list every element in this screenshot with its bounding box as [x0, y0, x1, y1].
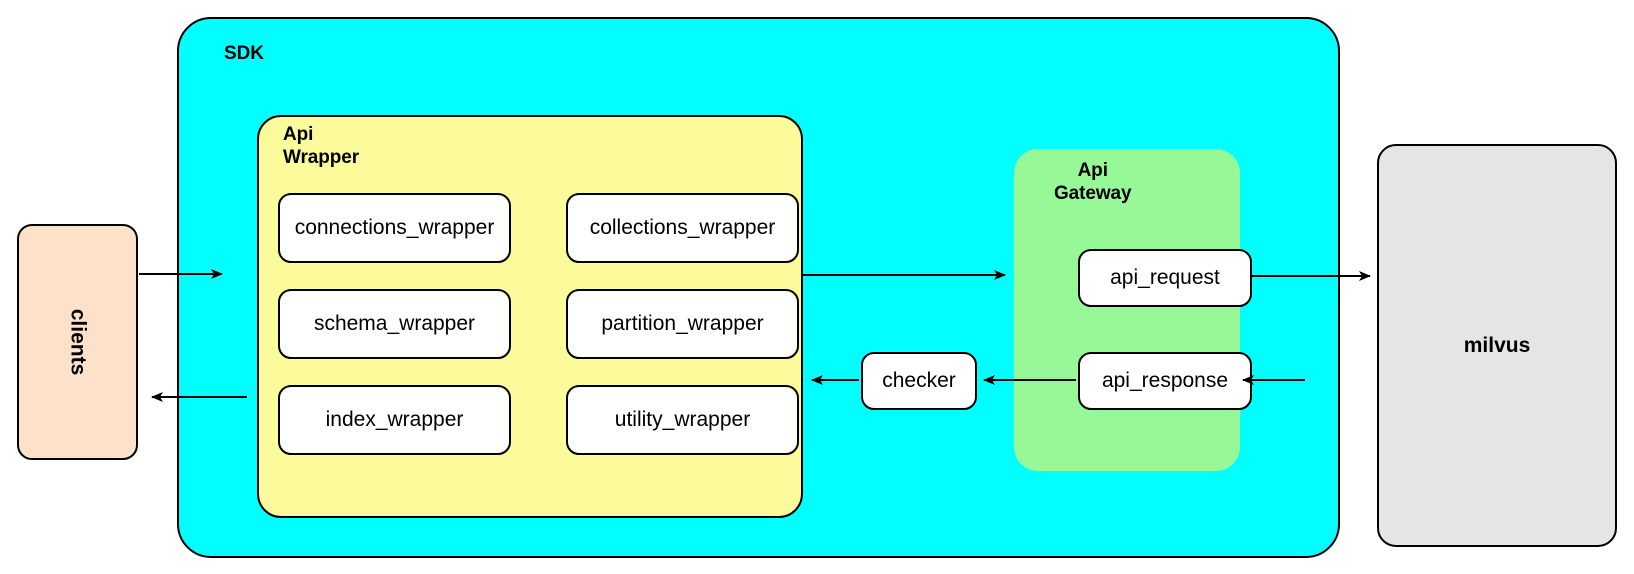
module-label: api_response [1101, 369, 1229, 392]
module-label: collections_wrapper [589, 216, 776, 239]
module-index-wrapper[interactable]: index_wrapper [278, 385, 511, 455]
milvus-node[interactable]: milvus [1377, 144, 1617, 547]
module-collections-wrapper[interactable]: collections_wrapper [566, 193, 799, 263]
checker-node[interactable]: checker [861, 352, 977, 410]
module-label: index_wrapper [325, 408, 464, 431]
module-label: connections_wrapper [294, 216, 495, 239]
milvus-label: milvus [1463, 333, 1531, 357]
module-schema-wrapper[interactable]: schema_wrapper [278, 289, 511, 359]
module-connections-wrapper[interactable]: connections_wrapper [278, 193, 511, 263]
module-utility-wrapper[interactable]: utility_wrapper [566, 385, 799, 455]
module-api-response[interactable]: api_response [1078, 352, 1252, 410]
api-wrapper-title: Api Wrapper [283, 124, 360, 169]
clients-node[interactable]: clients [17, 224, 138, 460]
checker-label: checker [882, 369, 956, 392]
module-api-request[interactable]: api_request [1078, 249, 1252, 307]
module-label: partition_wrapper [601, 312, 764, 335]
module-partition-wrapper[interactable]: partition_wrapper [566, 289, 799, 359]
module-label: api_request [1110, 266, 1220, 289]
sdk-title: SDK [224, 43, 264, 64]
module-label: schema_wrapper [313, 312, 476, 335]
module-label: utility_wrapper [614, 408, 751, 431]
api-gateway-title: Api Gateway [1054, 160, 1132, 205]
api-gateway-container[interactable]: Api Gateway [1014, 149, 1240, 471]
